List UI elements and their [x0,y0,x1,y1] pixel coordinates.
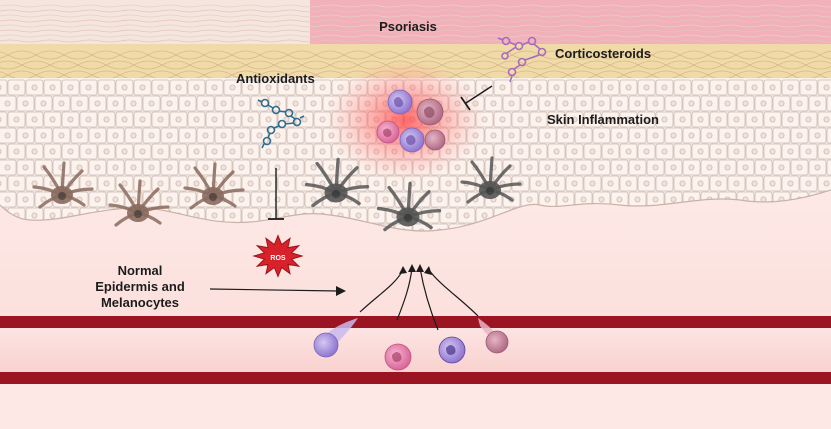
migrating-immune-cells [313,318,509,371]
psoriasis-label: Psoriasis [379,19,437,34]
inflamed-immune-cells [376,89,446,153]
normal-to-psoriasis-arrow [209,286,346,296]
normal-label-line3: Melanocytes [101,295,179,310]
immune-cell-icon [424,129,446,151]
inflammation-glow [325,58,485,182]
skin-inflammation-label: Skin Inflammation [547,112,659,127]
antioxidants-label: Antioxidants [236,71,315,86]
psoriasis-band [310,0,831,46]
melanocyte-icon [183,162,245,210]
immune-cell-icon [313,318,358,358]
immune-cell-icon [438,336,466,364]
immune-cell-icon [416,98,444,126]
migration-arrow-icon [359,264,479,331]
corticosteroids-label: Corticosteroids [555,46,651,61]
antioxidant-molecule-icon [257,98,305,149]
normal-label-line1: Normal [118,263,163,278]
ros-label: ROS [270,255,286,262]
normal-label-line2: Epidermis and [95,279,185,294]
corticosteroid-inhibition-arrow [460,85,493,111]
melanocyte-icon [108,179,170,227]
immune-cell-icon [387,89,413,115]
immune-cell-icon [376,120,400,144]
melanocyte-icon [376,181,442,232]
melanocyte-icon [32,161,94,209]
ros-burst-icon: ROS [252,234,304,278]
immune-cell-icon [478,318,509,354]
melanocytes [32,156,522,232]
stratum-corneum [0,0,831,46]
blood-vessel [0,316,831,429]
immune-cell-icon [384,343,412,371]
melanocyte-icon [304,157,370,208]
melanocyte-icon [460,156,522,204]
corticosteroid-molecule-icon [497,36,547,83]
immune-cell-icon [399,127,425,153]
antioxidant-inhibition-arrow [268,168,284,220]
